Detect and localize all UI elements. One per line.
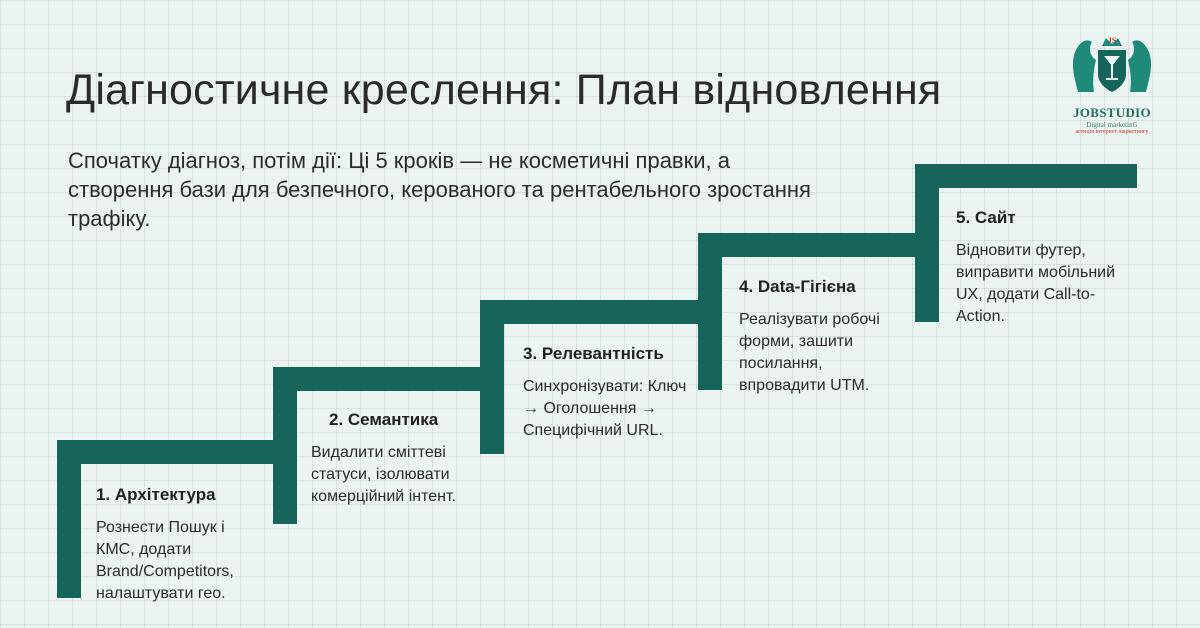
step-4: 4. Data-Гігієна Реалізувати робочі форми…	[739, 277, 909, 397]
step-2-title: 2. Семантика	[329, 410, 439, 429]
stair-riser-5	[915, 164, 939, 322]
stair-riser-3	[480, 300, 504, 454]
jobstudio-logo: JS JOBSTUDIO Digital marketinG агенція і…	[1066, 32, 1158, 135]
stair-tread-3	[480, 300, 722, 324]
staircase-shape	[57, 164, 1137, 598]
stair-riser-4	[698, 233, 722, 390]
step-1-title: 1. Архітектура	[96, 485, 216, 504]
stair-tread-1	[57, 440, 297, 464]
step-5-title: 5. Сайт	[956, 208, 1016, 227]
stair-tread-4	[698, 233, 939, 257]
logo-tagline: Digital marketinG	[1086, 121, 1138, 129]
step-2-text: Видалити сміттеві статуси, ізолювати ком…	[311, 444, 456, 505]
step-5: 5. Сайт Відновити футер, виправити мобіл…	[956, 208, 1121, 328]
stair-tread-5	[915, 164, 1137, 188]
step-1-text: Рознести Пошук і КМС, додати Brand/Compe…	[96, 519, 234, 602]
step-4-title: 4. Data-Гігієна	[739, 277, 856, 296]
step-4-text: Реалізувати робочі форми, зашити посилан…	[739, 311, 880, 394]
logo-subtagline: агенція інтернет-маркетингу	[1075, 129, 1149, 135]
page-subtitle: Спочатку діагноз, потім дії: Ці 5 кроків…	[68, 148, 811, 231]
svg-text:JS: JS	[1108, 36, 1117, 45]
logo-name: JOBSTUDIO	[1073, 105, 1151, 120]
stair-riser-1	[57, 440, 81, 598]
stair-tread-2	[273, 367, 504, 391]
step-3: 3. Релевантність Синхронізувати: Ключ → …	[523, 344, 688, 442]
step-2: 2. Семантика Видалити сміттеві статуси, …	[311, 410, 479, 508]
page-title: Діагностичне креслення: План відновлення	[66, 66, 942, 114]
step-3-title: 3. Релевантність	[523, 344, 664, 363]
step-5-text: Відновити футер, виправити мобільний UX,…	[956, 242, 1116, 325]
step-1: 1. Архітектура Рознести Пошук і КМС, дод…	[96, 485, 266, 605]
logo-emblem-icon: JS	[1072, 36, 1152, 92]
stair-riser-2	[273, 367, 297, 524]
step-3-text: Синхронізувати: Ключ → Оголошення → Спец…	[523, 378, 687, 439]
